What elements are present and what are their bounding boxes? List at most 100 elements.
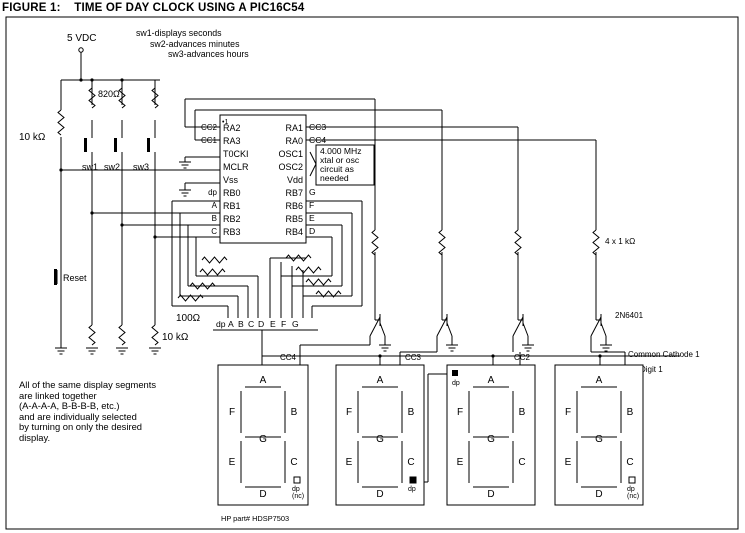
display-3: A F B G E C Ddp xyxy=(446,364,536,506)
segment-label-c: C xyxy=(626,457,633,468)
dp-marker xyxy=(628,476,636,484)
pic-left-net-b: B xyxy=(212,214,217,223)
segment-label-g: G xyxy=(376,434,384,445)
bus-label-b: B xyxy=(238,319,244,329)
pic-left-net-cc2: CC2 xyxy=(201,123,218,132)
segment-label-c: C xyxy=(407,457,414,468)
sw2-desc: sw2-advances minutes xyxy=(150,39,240,49)
bus-label-f: F xyxy=(281,319,286,329)
segment-label-b: B xyxy=(408,407,415,418)
figure-title: FIGURE 1: TIME OF DAY CLOCK USING A PIC1… xyxy=(2,2,305,14)
segment-label-e: E xyxy=(229,457,236,468)
pic-pin-ra2: RA2 xyxy=(223,123,241,133)
pic-right-net-cc3: CC3 xyxy=(309,122,326,132)
figure-frame xyxy=(5,16,739,530)
segment-label-a: A xyxy=(596,375,603,386)
digit-label: Digit 1 xyxy=(640,365,663,374)
sw2-switch-icon xyxy=(114,138,117,152)
r4x1k-label: 4 x 1 kΩ xyxy=(605,237,635,246)
sw1-switch-icon xyxy=(84,138,87,152)
dp-label: dp(nc) xyxy=(292,486,304,500)
reset-switch-icon xyxy=(54,269,57,285)
pic-pin-ra0: RA0 xyxy=(285,136,303,146)
display-cc-label: CC3 xyxy=(405,353,422,362)
segment-label-a: A xyxy=(377,375,384,386)
bus-label-e: E xyxy=(270,319,276,329)
pic-left-net-cc1: CC1 xyxy=(201,136,218,145)
crystal-box xyxy=(315,144,375,186)
pic-pin-osc2: OSC2 xyxy=(278,162,303,172)
pic-pin-rb1: RB1 xyxy=(223,201,241,211)
display-cc-label: CC2 xyxy=(514,353,531,362)
segment-label-e: E xyxy=(346,457,353,468)
segment-label-d: D xyxy=(595,489,602,500)
supply-label: 5 VDC xyxy=(67,33,96,44)
segment-label-b: B xyxy=(519,407,526,418)
display-frame xyxy=(217,364,309,506)
segment-label-d: D xyxy=(259,489,266,500)
display-frame xyxy=(554,364,644,506)
svg-text:•1: •1 xyxy=(222,119,228,126)
pic-pin-ra1: RA1 xyxy=(285,123,303,133)
ground-symbols xyxy=(55,161,612,355)
wiring xyxy=(56,50,680,483)
segment-label-b: B xyxy=(627,407,634,418)
r820-label: 820Ω xyxy=(98,89,120,99)
pic-right-net-cc4: CC4 xyxy=(309,135,326,145)
sw1-label: sw1 xyxy=(82,162,98,172)
segment-label-a: A xyxy=(260,375,267,386)
pic-pin-vss: Vss xyxy=(223,175,239,185)
pic-right-net-d: D xyxy=(309,226,315,236)
reset-label: Reset xyxy=(63,273,87,283)
segment-label-e: E xyxy=(457,457,464,468)
crystal-bracket xyxy=(309,151,317,177)
bus-label-g: G xyxy=(292,319,299,329)
transistor-label: 2N6401 xyxy=(615,311,644,320)
segment-label-c: C xyxy=(518,457,525,468)
pic-pin-osc1: OSC1 xyxy=(278,149,303,159)
sw1-desc: sw1-displays seconds xyxy=(136,28,222,38)
segment-label-d: D xyxy=(376,489,383,500)
bus-label-c: C xyxy=(248,319,254,329)
dp-marker xyxy=(409,476,417,484)
transistors xyxy=(369,314,607,337)
segment-label-f: F xyxy=(457,407,463,418)
r10k-top-label: 10 kΩ xyxy=(19,132,46,143)
segment-label-g: G xyxy=(595,434,603,445)
pic-left-net-c: C xyxy=(211,227,217,236)
sw2-label: sw2 xyxy=(104,162,120,172)
r10k-bottom-label: 10 kΩ xyxy=(162,332,189,343)
bus-label-d: D xyxy=(258,319,264,329)
segment-label-a: A xyxy=(488,375,495,386)
pic-pin-rb7: RB7 xyxy=(285,188,303,198)
display-cc-label: CC4 xyxy=(280,353,297,362)
dp-marker xyxy=(293,476,301,484)
pic-pin-rb3: RB3 xyxy=(223,227,241,237)
r100-label: 100Ω xyxy=(176,313,201,324)
bus-label-dp: dp xyxy=(216,319,226,329)
sw3-switch-icon xyxy=(147,138,150,152)
pic-right-net-f: F xyxy=(309,200,314,210)
dp-label: dp xyxy=(452,380,460,387)
segment-label-g: G xyxy=(259,434,267,445)
segment-label-d: D xyxy=(487,489,494,500)
segment-label-g: G xyxy=(487,434,495,445)
pic-pin-ra3: RA3 xyxy=(223,136,241,146)
pic-pin-rb0: RB0 xyxy=(223,188,241,198)
pic-left-net-a: A xyxy=(212,201,218,210)
pic-pin-vdd: Vdd xyxy=(287,175,303,185)
hp-part-label: HP part# HDSP7503 xyxy=(221,514,289,523)
pic-right-net-g: G xyxy=(309,187,316,197)
pic-pin-rb2: RB2 xyxy=(223,214,241,224)
pic-pin-rb4: RB4 xyxy=(285,227,303,237)
